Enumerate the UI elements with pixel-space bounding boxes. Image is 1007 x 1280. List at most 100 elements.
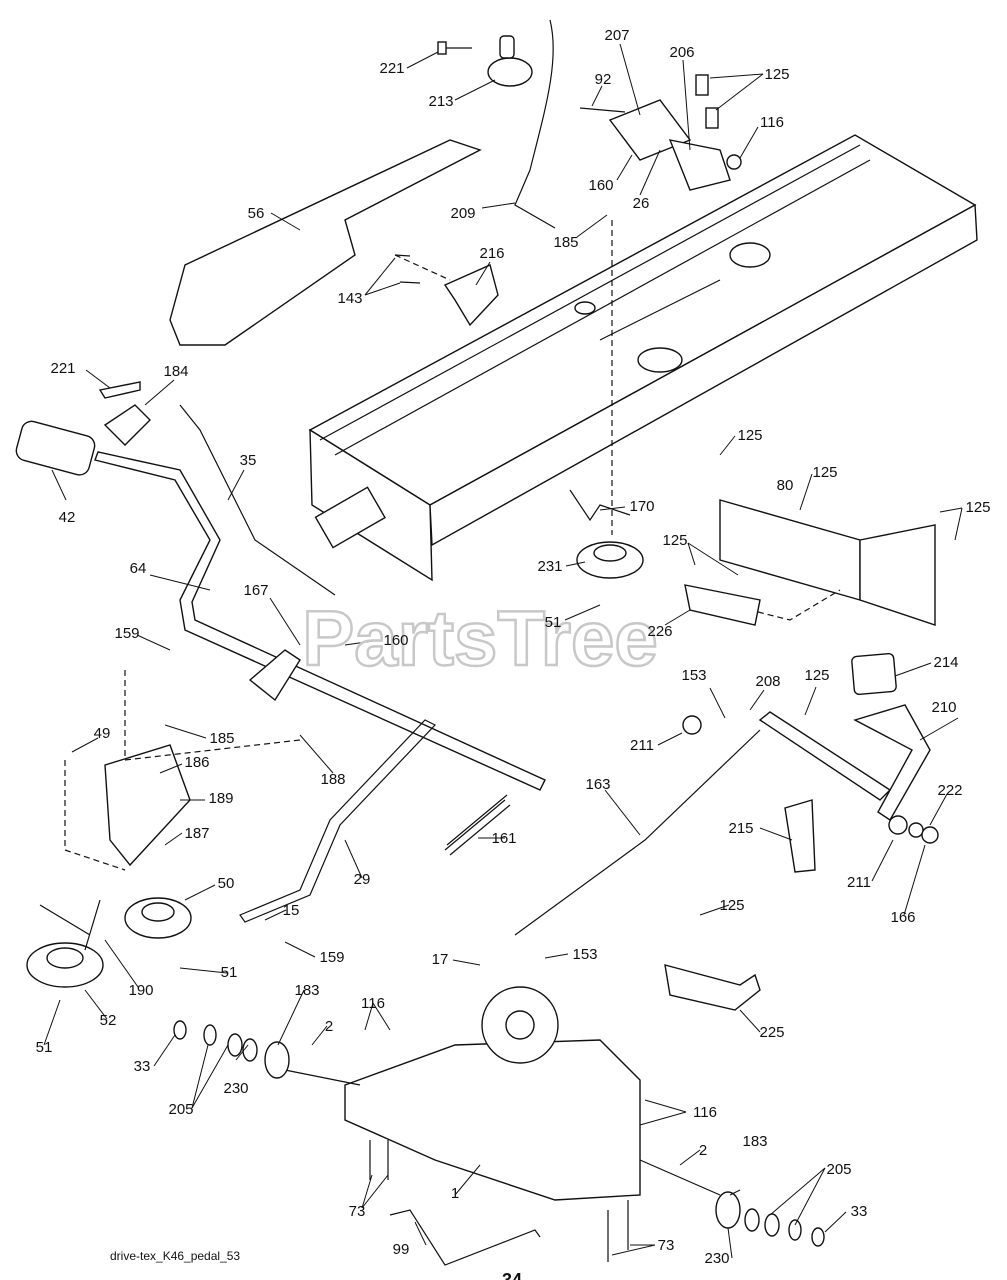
grip-42 <box>15 420 96 476</box>
steering-rod-209 <box>514 19 556 229</box>
callout-50: 50 <box>218 875 235 892</box>
callout-160-b: 160 <box>383 632 408 649</box>
callout-64: 64 <box>130 560 147 577</box>
bracket-221 <box>98 381 141 399</box>
callout-51: 51 <box>545 614 562 631</box>
callout-208: 208 <box>755 673 780 690</box>
callout-211-b: 211 <box>847 874 871 891</box>
callout-159-b: 159 <box>319 949 344 966</box>
callout-153-b: 153 <box>572 946 597 963</box>
bracket-206 <box>668 139 731 191</box>
leader-lines <box>43 43 963 1259</box>
bolt-221-top <box>437 41 472 55</box>
left-axle-hardware <box>173 1020 290 1079</box>
page-number: 34 <box>502 1270 522 1280</box>
callout-166: 166 <box>890 909 915 926</box>
callout-51-c: 51 <box>36 1039 53 1056</box>
belt-56 <box>169 139 482 346</box>
callout-225: 225 <box>759 1024 784 1041</box>
callout-222: 222 <box>937 782 962 799</box>
callout-33-b: 33 <box>851 1203 868 1220</box>
callout-209: 209 <box>450 205 475 222</box>
callout-42: 42 <box>59 509 76 526</box>
callout-2-b: 2 <box>699 1142 707 1159</box>
callout-230: 230 <box>223 1080 248 1097</box>
callout-2: 2 <box>325 1018 333 1035</box>
callout-1: 1 <box>451 1185 459 1202</box>
bracket-216 <box>394 254 499 327</box>
arm-167 <box>248 649 301 702</box>
callout-226: 226 <box>647 623 672 640</box>
callout-125-d: 125 <box>965 499 990 516</box>
brake-rod-29 <box>239 719 436 923</box>
callout-188: 188 <box>320 771 345 788</box>
callout-163: 163 <box>585 776 610 793</box>
arm-215 <box>784 799 816 873</box>
callout-189: 189 <box>208 790 233 807</box>
callout-207: 207 <box>604 27 629 44</box>
callout-116: 116 <box>760 114 784 131</box>
callout-labels: 221 213 207 206 92 125 116 56 160 26 209… <box>36 27 991 1267</box>
pulley-52 <box>26 942 104 988</box>
callout-159: 159 <box>114 625 139 642</box>
callout-215: 215 <box>728 820 753 837</box>
callout-211: 211 <box>630 737 654 754</box>
bracket-80 <box>689 499 936 626</box>
callout-183-b: 183 <box>742 1133 767 1150</box>
rod-35 <box>179 404 336 596</box>
diagram-caption: drive-tex_K46_pedal_53 <box>110 1249 240 1263</box>
callout-80: 80 <box>777 477 794 494</box>
callout-221-b: 221 <box>50 360 75 377</box>
callout-205: 205 <box>168 1101 193 1118</box>
transaxle-1 <box>284 986 721 1201</box>
callout-125-e: 125 <box>662 532 687 549</box>
callout-92: 92 <box>595 71 612 88</box>
callout-73: 73 <box>349 1203 366 1220</box>
callout-125: 125 <box>764 66 789 83</box>
callout-167: 167 <box>243 582 268 599</box>
clip-184 <box>103 404 151 446</box>
rod-99 <box>389 1209 541 1266</box>
nut-116-top <box>726 154 742 170</box>
callout-206: 206 <box>669 44 694 61</box>
callout-216: 216 <box>479 245 504 262</box>
callout-29: 29 <box>354 871 371 888</box>
callout-17: 17 <box>432 951 449 968</box>
callout-161: 161 <box>491 830 516 847</box>
callout-26: 26 <box>633 195 650 212</box>
callout-52: 52 <box>100 1012 117 1029</box>
lever-64 <box>94 451 546 791</box>
callout-160: 160 <box>588 177 613 194</box>
callout-231: 231 <box>537 558 562 575</box>
idler-pulley-50 <box>124 897 192 939</box>
callout-125-f: 125 <box>804 667 829 684</box>
callout-33: 33 <box>134 1058 151 1075</box>
callout-125-g: 125 <box>719 897 744 914</box>
callout-221: 221 <box>379 60 404 77</box>
callout-51-b: 51 <box>221 964 238 981</box>
callout-125-b: 125 <box>737 427 762 444</box>
callout-210: 210 <box>931 699 956 716</box>
callout-187: 187 <box>184 825 209 842</box>
rod-163 <box>514 729 761 936</box>
callout-230-b: 230 <box>704 1250 729 1267</box>
callout-186: 186 <box>184 754 209 771</box>
pedal-pad-214 <box>851 652 897 696</box>
callout-183: 183 <box>294 982 319 999</box>
guard-226 <box>684 584 761 626</box>
pedal-shaft-210 <box>758 704 931 821</box>
callout-214: 214 <box>933 654 958 671</box>
bolts-125-top <box>695 74 719 129</box>
callout-213: 213 <box>428 93 453 110</box>
bracket-225 <box>664 964 761 1011</box>
brake-bracket-207 <box>579 99 692 161</box>
spring-190 <box>39 899 101 951</box>
callout-184: 184 <box>163 363 188 380</box>
callout-125-c: 125 <box>812 464 837 481</box>
callout-143: 143 <box>337 290 362 307</box>
callout-170: 170 <box>629 498 654 515</box>
callout-56: 56 <box>248 205 265 222</box>
bolts-73 <box>369 1140 629 1262</box>
spring-161 <box>444 794 511 856</box>
